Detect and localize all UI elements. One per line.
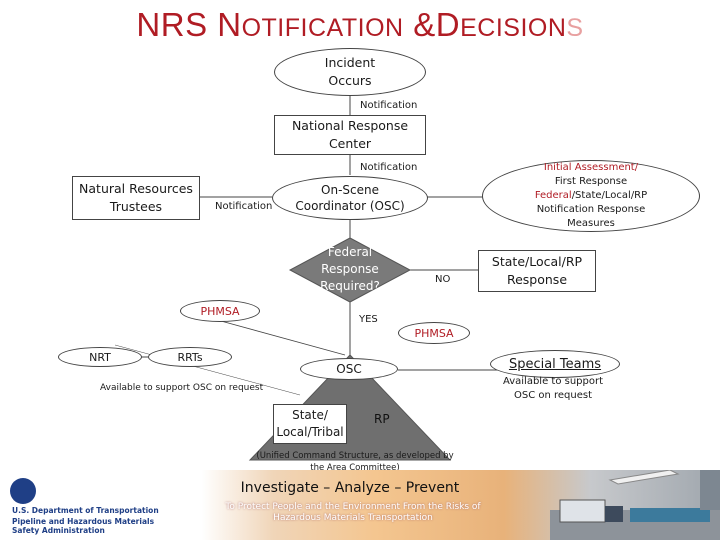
notification-label-1: Notification xyxy=(360,100,418,111)
connector-nrt-osc xyxy=(114,344,301,396)
yes-label: YES xyxy=(359,314,378,325)
federal-response-question: Federal Response Required? xyxy=(320,245,380,293)
state-local-rp-response-node: State/Local/RP Response xyxy=(478,250,596,292)
footer-transport-image xyxy=(550,470,720,540)
notification-label-3: Notification xyxy=(215,201,273,212)
decision-diamond xyxy=(288,237,412,303)
page-title: NRS NOTIFICATION &DECISIONS xyxy=(136,6,584,43)
footer-slogan: Investigate – Analyze – Prevent xyxy=(240,480,460,496)
phmsa-left-node: PHMSA xyxy=(180,300,260,322)
initial-assessment-node: Initial Assessment/ First Response Feder… xyxy=(482,160,700,232)
dot-logo-icon xyxy=(10,478,36,504)
no-label: NO xyxy=(435,274,451,285)
state-local-tribal-node: State/ Local/Tribal xyxy=(273,404,347,444)
rrts-node: RRTs xyxy=(148,347,232,367)
footer-mission: To Protect People and the Environment Fr… xyxy=(225,502,481,523)
left-available-note: Available to support OSC on request xyxy=(100,383,264,393)
unified-command-note: (Unified Command Structure, as developed… xyxy=(256,451,454,473)
osc-triangle-node: OSC xyxy=(300,358,398,380)
connector-phmsa-osc xyxy=(209,317,346,356)
national-response-center-node: National Response Center xyxy=(274,115,426,155)
nrt-node: NRT xyxy=(58,347,142,367)
rp-label: RP xyxy=(374,412,390,426)
footer-org-phmsa: Pipeline and Hazardous Materials Safety … xyxy=(12,517,155,535)
footer-org-dot: U.S. Department of Transportation xyxy=(12,506,159,515)
natural-resources-trustees-node: Natural Resources Trustees xyxy=(72,176,200,220)
special-teams-node: Special Teams xyxy=(490,350,620,378)
notification-label-2: Notification xyxy=(360,162,418,173)
special-teams-note: Available to support OSC on request xyxy=(502,376,604,401)
phmsa-right-node: PHMSA xyxy=(398,322,470,344)
on-scene-coordinator-node: On-Scene Coordinator (OSC) xyxy=(272,176,428,220)
incident-occurs-node: Incident Occurs xyxy=(274,48,426,96)
